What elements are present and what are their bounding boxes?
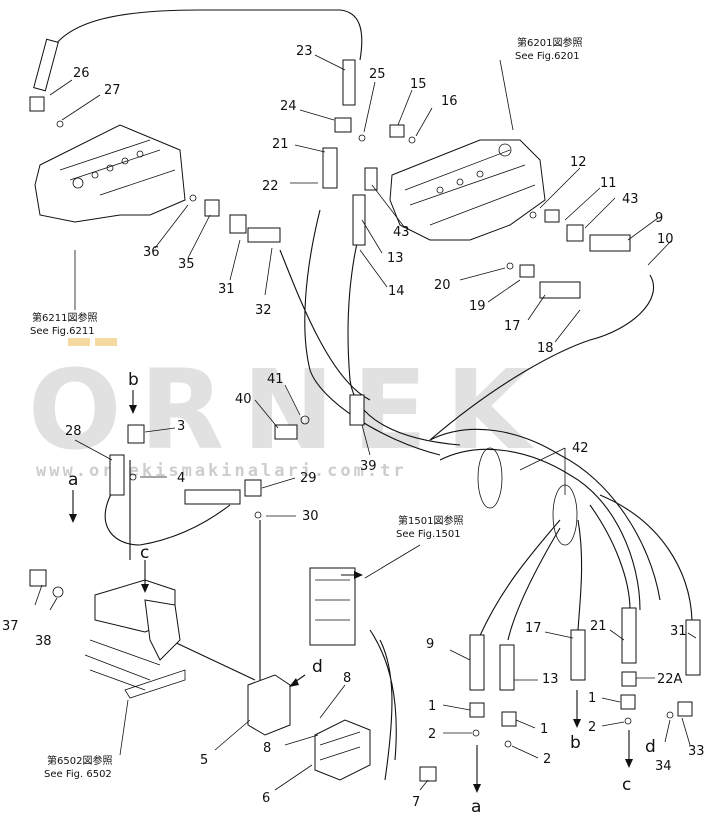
callout: 43 — [393, 225, 410, 240]
part-callouts: 23 26 27 25 15 16 24 21 22 43 13 14 12 1… — [2, 44, 705, 810]
ref-1501-jp: 第1501図参照 — [398, 514, 463, 527]
callout: 13 — [387, 251, 404, 266]
callout: 3 — [177, 419, 185, 434]
flow-letter: c — [140, 543, 149, 563]
figure-references: 第6201図参照 See Fig.6201 第6211図参照 See Fig.6… — [30, 36, 582, 780]
callout: 29 — [300, 471, 317, 486]
callout: 36 — [143, 245, 160, 260]
callout: 25 — [369, 67, 386, 82]
callout: 39 — [360, 459, 377, 474]
callout: 42 — [572, 441, 589, 456]
callout: 21 — [272, 137, 289, 152]
callout: 30 — [302, 509, 319, 524]
flow-letter: a — [68, 470, 78, 490]
callout: 2 — [543, 752, 551, 767]
callout: 8 — [343, 671, 351, 686]
callout: 4 — [177, 471, 185, 486]
callout: 9 — [655, 211, 663, 226]
callout: 17 — [504, 319, 521, 334]
callout: 2 — [428, 727, 436, 742]
callout: 41 — [267, 372, 284, 387]
flow-letter: b — [128, 370, 139, 390]
callout: 31 — [670, 624, 687, 639]
right-control-valve — [389, 139, 546, 241]
callout: 11 — [600, 176, 617, 191]
callout: 22A — [657, 672, 683, 687]
callout: 40 — [235, 392, 252, 407]
callout: 15 — [410, 77, 427, 92]
callout: 27 — [104, 83, 121, 98]
callout: 38 — [35, 634, 52, 649]
callout: 32 — [255, 303, 272, 318]
callout: 43 — [622, 192, 639, 207]
callout: 16 — [441, 94, 458, 109]
callout: 18 — [537, 341, 554, 356]
direction-arrows — [69, 390, 633, 793]
callout: 13 — [542, 672, 559, 687]
callout: 12 — [570, 155, 587, 170]
callout: 10 — [657, 232, 674, 247]
callout: 37 — [2, 619, 19, 634]
callout: 2 — [588, 720, 596, 735]
ref-1501-en: See Fig.1501 — [396, 529, 461, 540]
callout: 24 — [280, 99, 297, 114]
ref-6201-jp: 第6201図参照 — [517, 36, 582, 49]
callout: 31 — [218, 282, 235, 297]
watermark-brand: ORNEK — [28, 346, 549, 474]
callout: 34 — [655, 759, 672, 774]
pilot-valve-bracket — [84, 579, 186, 699]
callout: 14 — [388, 284, 405, 299]
callout: 22 — [262, 179, 279, 194]
watermark: ORNEK www.ornekismakinalari.com.tr — [28, 338, 549, 481]
flow-letter: d — [645, 737, 656, 757]
ref-6201-en: See Fig.6201 — [515, 51, 580, 62]
ref-6502-jp: 第6502図参照 — [47, 754, 112, 767]
flow-letter: b — [570, 733, 581, 753]
callout: 1 — [540, 722, 548, 737]
block-and-solenoid — [247, 567, 437, 782]
callout: 33 — [688, 744, 705, 759]
ref-6211-en: See Fig.6211 — [30, 326, 95, 337]
callout: 28 — [65, 424, 82, 439]
callout: 26 — [73, 66, 90, 81]
callout: 1 — [588, 691, 596, 706]
ref-6502-en: See Fig. 6502 — [44, 769, 112, 780]
callout: 21 — [590, 619, 607, 634]
callout: 8 — [263, 741, 271, 756]
callout: 9 — [426, 637, 434, 652]
flow-letters: b a c d b d c a — [68, 370, 656, 817]
callout: 6 — [262, 791, 270, 806]
callout: 17 — [525, 621, 542, 636]
flow-letter: c — [622, 775, 631, 795]
callout: 23 — [296, 44, 313, 59]
fittings — [29, 38, 701, 748]
callout: 35 — [178, 257, 195, 272]
flow-letter: a — [471, 797, 481, 817]
callout: 7 — [412, 795, 420, 810]
hose-routes — [46, 9, 693, 681]
callout: 19 — [469, 299, 486, 314]
callout: 5 — [200, 753, 208, 768]
left-control-valve — [34, 124, 186, 223]
callout: 1 — [428, 699, 436, 714]
watermark-url: www.ornekismakinalari.com.tr — [36, 461, 407, 481]
callout: 20 — [434, 278, 451, 293]
ref-6211-jp: 第6211図参照 — [32, 311, 97, 324]
flow-letter: d — [312, 657, 323, 677]
leader-lines — [34, 54, 697, 791]
